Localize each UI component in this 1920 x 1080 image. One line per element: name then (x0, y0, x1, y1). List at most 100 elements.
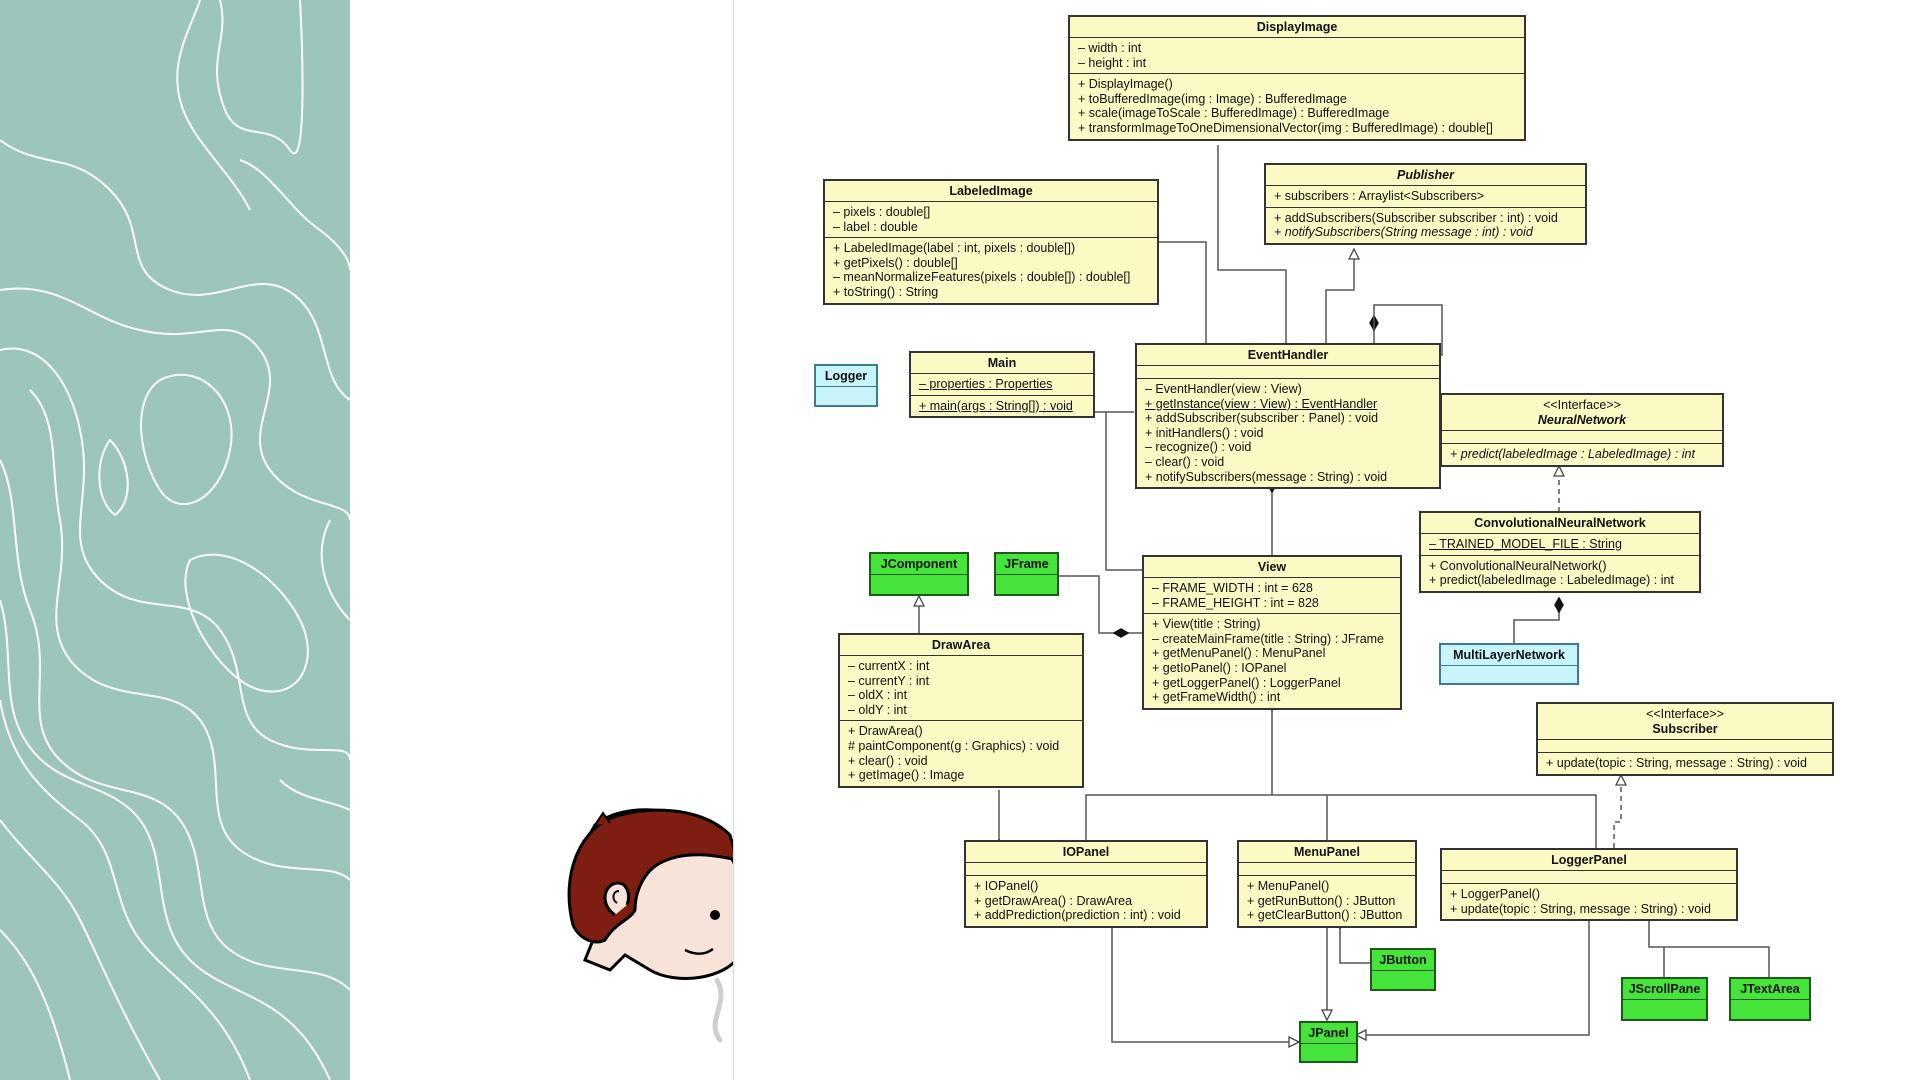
method: + DrawArea() (848, 724, 923, 739)
fields-section (871, 574, 967, 587)
class-main[interactable]: Main – properties : Properties + main(ar… (909, 351, 1095, 419)
method: + notifySubscribers(message : String) : … (1145, 469, 1388, 484)
interface-name: NeuralNetwork (1537, 413, 1627, 427)
real-loggerpanel-subscriber (1613, 775, 1621, 848)
method: – meanNormalizeFeatures(pixels : double[… (833, 270, 1131, 285)
class-name: EventHandler (1247, 348, 1329, 362)
methods-section: + predict(labeledImage : LabeledImage) :… (1442, 443, 1722, 465)
fields-section (1441, 665, 1577, 678)
class-name: JButton (1379, 953, 1427, 967)
gen-iopanel-jpanel (1111, 925, 1299, 1042)
class-labeledimage[interactable]: LabeledImage – pixels : double[] – label… (823, 179, 1159, 305)
class-loggerpanel[interactable]: LoggerPanel + LoggerPanel() + update(top… (1440, 848, 1738, 922)
method: + toString() : String (833, 284, 939, 299)
class-displayimage[interactable]: DisplayImage – width : int – height : in… (1068, 15, 1526, 141)
method: + LoggerPanel() (1450, 887, 1540, 901)
class-jpanel[interactable]: JPanel (1299, 1021, 1358, 1063)
assoc-jframe-view (1059, 575, 1128, 634)
uml-diagram-canvas: DisplayImage – width : int – height : in… (733, 0, 1920, 1080)
class-jtextarea[interactable]: JTextArea (1729, 977, 1811, 1021)
method: + addSubscriber(subscriber : Panel) : vo… (1145, 411, 1379, 426)
fields-section (1623, 999, 1706, 1012)
fields-section: + subscribers : Arraylist<Subscribers> (1266, 185, 1585, 207)
field: – oldX : int (848, 688, 908, 703)
class-menupanel[interactable]: MenuPanel + MenuPanel() + getRunButton()… (1237, 840, 1417, 928)
fields-section (1239, 862, 1415, 875)
method: + predict(labeledImage : LabeledImage) :… (1450, 447, 1695, 461)
method: + transformImageToOneDimensionalVector(i… (1078, 120, 1493, 135)
class-jscrollpane[interactable]: JScrollPane (1621, 977, 1708, 1021)
methods-section: + View(title : String) – createMainFrame… (1144, 613, 1400, 708)
class-iopanel[interactable]: IOPanel + IOPanel() + getDrawArea() : Dr… (964, 840, 1208, 928)
class-name: Logger (824, 369, 868, 383)
class-name: ConvolutionalNeuralNetwork (1474, 516, 1646, 530)
methods-section: + LabeledImage(label : int, pixels : dou… (825, 237, 1157, 302)
class-name: <<Interface>> NeuralNetwork (1442, 395, 1722, 430)
class-publisher[interactable]: Publisher + subscribers : Arraylist<Subs… (1264, 163, 1587, 245)
fields-section: – currentX : int – currentY : int – oldX… (840, 655, 1082, 720)
methods-section: + MenuPanel() + getRunButton() : JButton… (1239, 875, 1415, 926)
method: + IOPanel() (974, 879, 1039, 893)
method: + scale(imageToScale : BufferedImage) : … (1078, 106, 1390, 121)
methods-section: + IOPanel() + getDrawArea() : DrawArea +… (966, 875, 1206, 926)
line-main-view (1105, 412, 1142, 571)
class-name: <<Interface>> Subscriber (1538, 704, 1832, 739)
class-name: MultiLayerNetwork (1453, 648, 1565, 662)
class-drawarea[interactable]: DrawArea – currentX : int – currentY : i… (838, 633, 1084, 788)
class-name: JPanel (1308, 1026, 1349, 1040)
method: – createMainFrame(title : String) : JFra… (1152, 631, 1385, 646)
class-jbutton[interactable]: JButton (1370, 948, 1436, 991)
class-name: JComponent (880, 557, 958, 571)
class-name: Main (987, 356, 1017, 370)
class-name: DrawArea (931, 638, 991, 652)
fields-section: – TRAINED_MODEL_FILE : String (1421, 533, 1699, 555)
methods-section: + ConvolutionalNeuralNetwork() + predict… (1421, 554, 1699, 591)
method: + getDrawArea() : DrawArea (974, 893, 1133, 908)
class-name: JScrollPane (1628, 982, 1701, 996)
class-multilayernetwork[interactable]: MultiLayerNetwork (1439, 643, 1579, 685)
method: + initHandlers() : void (1145, 425, 1264, 440)
method: + getIoPanel() : IOPanel (1152, 660, 1287, 675)
methods-section: + DrawArea() # paintComponent(g : Graphi… (840, 720, 1082, 785)
method: + getClearButton() : JButton (1247, 908, 1403, 923)
methods-section: + main(args : String[]) : void (911, 394, 1093, 417)
methods-section: + LoggerPanel() + update(topic : String,… (1442, 883, 1736, 919)
class-name: LabeledImage (949, 184, 1033, 198)
class-name: JFrame (1004, 557, 1049, 571)
class-view[interactable]: View – FRAME_WIDTH : int = 628 – FRAME_H… (1142, 555, 1402, 710)
fields-section: – FRAME_WIDTH : int = 628 – FRAME_HEIGHT… (1144, 577, 1400, 613)
cartoon-avatar (567, 808, 740, 980)
class-name: JTextArea (1740, 982, 1800, 996)
gen-eventhandler-publisher (1325, 249, 1354, 345)
method: + getInstance(view : View) : EventHandle… (1145, 396, 1378, 411)
field: – properties : Properties (919, 377, 1053, 391)
class-jcomponent[interactable]: JComponent (869, 552, 969, 596)
method: + getPixels() : double[] (833, 255, 958, 270)
methods-section: + DisplayImage() + toBufferedImage(img :… (1070, 73, 1524, 138)
class-convolutionalneuralnetwork[interactable]: ConvolutionalNeuralNetwork – TRAINED_MOD… (1419, 511, 1701, 593)
comp-loggerpanel-swing (1649, 920, 1770, 978)
method: + LabeledImage(label : int, pixels : dou… (833, 241, 1076, 256)
class-name: IOPanel (1062, 845, 1110, 859)
method: + clear() : void (848, 753, 928, 768)
field: – TRAINED_MODEL_FILE : String (1429, 537, 1622, 551)
topographic-side-panel (0, 0, 350, 1080)
method: + DisplayImage() (1078, 77, 1173, 92)
class-eventhandler[interactable]: EventHandler – EventHandler(view : View)… (1135, 343, 1441, 490)
method: + update(topic : String, message : Strin… (1546, 756, 1807, 770)
line-displayimage-eventhandler (1217, 145, 1287, 345)
fields-section (1372, 970, 1434, 983)
class-jframe[interactable]: JFrame (994, 552, 1059, 596)
stereotype: <<Interface>> (1543, 398, 1621, 412)
fields-section (966, 862, 1206, 875)
interface-neuralnetwork[interactable]: <<Interface>> NeuralNetwork + predict(la… (1440, 393, 1724, 467)
field: – oldY : int (848, 702, 907, 717)
method: + MenuPanel() (1247, 879, 1330, 893)
fields-section (1442, 430, 1722, 443)
class-logger[interactable]: Logger (814, 364, 878, 407)
fields-section (1731, 999, 1809, 1012)
field: – height : int (1078, 55, 1147, 70)
method: + getLoggerPanel() : LoggerPanel (1152, 675, 1341, 690)
method: + getMenuPanel() : MenuPanel (1152, 646, 1326, 661)
interface-subscriber[interactable]: <<Interface>> Subscriber + update(topic … (1536, 702, 1834, 776)
